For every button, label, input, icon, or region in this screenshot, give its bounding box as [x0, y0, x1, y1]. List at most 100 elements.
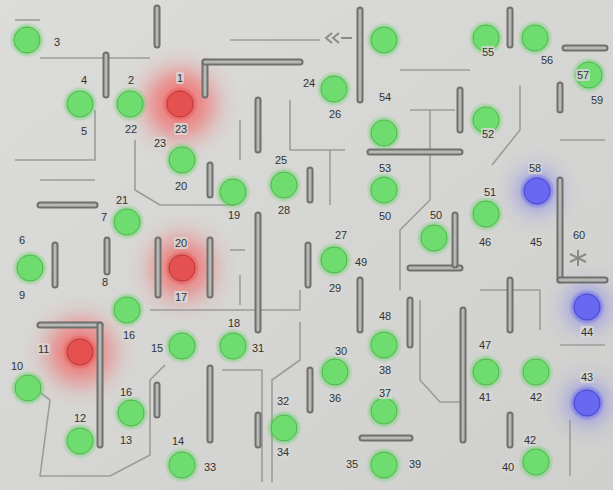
hole-marker: [371, 398, 397, 424]
maze-wall: [407, 300, 414, 345]
maze-groove: [329, 150, 331, 205]
hole-number: 42: [529, 391, 543, 403]
hole-number: 28: [277, 204, 291, 216]
hole-marker: [524, 178, 550, 204]
hole-marker: [522, 25, 548, 51]
hole-glow: [569, 289, 605, 325]
maze-wall: [560, 277, 605, 284]
maze-groove: [272, 322, 300, 482]
maze-wall: [457, 90, 464, 130]
hole-glow: [164, 142, 200, 178]
hole-marker: [321, 76, 347, 102]
maze-wall: [52, 245, 59, 285]
hole-glow: [162, 86, 198, 122]
maze-wall-top: [359, 280, 362, 330]
hole-marker: [523, 359, 549, 385]
hole-glow: [366, 172, 402, 208]
maze-groove: [410, 109, 455, 111]
hole-number: 11: [37, 343, 50, 355]
maze-wall-top: [309, 370, 312, 410]
maze-wall: [103, 55, 110, 95]
maze-groove: [290, 100, 345, 150]
maze-wall: [255, 215, 262, 330]
maze-wall-top: [454, 215, 457, 265]
hole-glow: [316, 242, 352, 278]
hole-glow: [317, 354, 353, 390]
maze-wall-top: [156, 385, 159, 415]
maze-wall: [205, 59, 300, 66]
maze-wall: [307, 370, 314, 410]
maze-groove: [15, 19, 40, 21]
hole-number: 1: [176, 72, 184, 84]
maze-wall-top: [204, 62, 207, 95]
hole-marker: [271, 415, 297, 441]
hole-marker: [576, 62, 602, 88]
hole-marker: [523, 449, 549, 475]
hole-glow: [266, 410, 302, 446]
maze-wall-top: [560, 279, 605, 282]
hole-number: 59: [590, 94, 604, 106]
hole-number: 13: [119, 434, 133, 446]
hole-glow: [164, 328, 200, 364]
hole-number: 38: [378, 364, 392, 376]
hole-glow: [519, 173, 555, 209]
hole-number: 15: [150, 342, 164, 354]
maze-wall-top: [257, 100, 260, 150]
hole-number: 54: [378, 91, 392, 103]
hole-number: 21: [115, 194, 129, 206]
hole-number: 18: [227, 317, 241, 329]
maze-wall-top: [409, 300, 412, 345]
maze-wall: [362, 435, 410, 442]
maze-wall: [565, 45, 605, 52]
hole-marker: [117, 91, 143, 117]
hole-number: 57: [576, 69, 590, 81]
hole-number: 10: [10, 360, 24, 372]
maze-groove: [239, 120, 241, 160]
maze-wall-top: [307, 245, 310, 285]
maze-wall-top: [362, 437, 410, 440]
maze-wall: [104, 240, 111, 272]
hole-glow: [366, 22, 402, 58]
maze-wall-top: [40, 204, 95, 207]
maze-wall-top: [156, 8, 159, 45]
hole-number: 36: [328, 392, 342, 404]
hole-marker: [167, 91, 193, 117]
hole-number: 56: [540, 54, 554, 66]
maze-wall: [305, 245, 312, 285]
maze-wall-top: [106, 240, 109, 272]
hole-number: 41: [478, 391, 492, 403]
hole-glow: [468, 196, 504, 232]
maze-wall: [255, 100, 262, 150]
hole-marker: [169, 255, 195, 281]
hole-number: 5: [80, 125, 88, 137]
hole-glow: [113, 395, 149, 431]
hole-number: 34: [276, 446, 290, 458]
hole-number: 3: [53, 36, 61, 48]
hole-glow: [9, 22, 45, 58]
hole-number: 48: [378, 310, 392, 322]
maze-wall: [154, 8, 161, 45]
hole-number: 19: [227, 209, 241, 221]
hole-marker: [67, 91, 93, 117]
hole-glow: [62, 423, 98, 459]
hole-number: 60: [572, 229, 586, 241]
maze-groove: [230, 249, 245, 251]
hole-number: 14: [171, 435, 185, 447]
hole-number: 32: [276, 395, 290, 407]
hole-number: 44: [580, 326, 594, 338]
hole-number: 7: [100, 211, 108, 223]
hole-marker: [574, 390, 600, 416]
maze-groove: [222, 370, 262, 482]
hole-number: 51: [483, 186, 497, 198]
maze-groove: [40, 179, 95, 181]
maze-wall-top: [509, 415, 512, 445]
maze-wall: [40, 322, 100, 329]
maze-wall-top: [359, 10, 362, 100]
hole-number: 35: [345, 458, 359, 470]
hole-marker: [473, 201, 499, 227]
hole-marker: [67, 428, 93, 454]
hole-number: 16: [122, 329, 136, 341]
maze-wall-top: [462, 310, 465, 440]
hole-glow: [215, 328, 251, 364]
maze-wall-top: [99, 325, 102, 445]
